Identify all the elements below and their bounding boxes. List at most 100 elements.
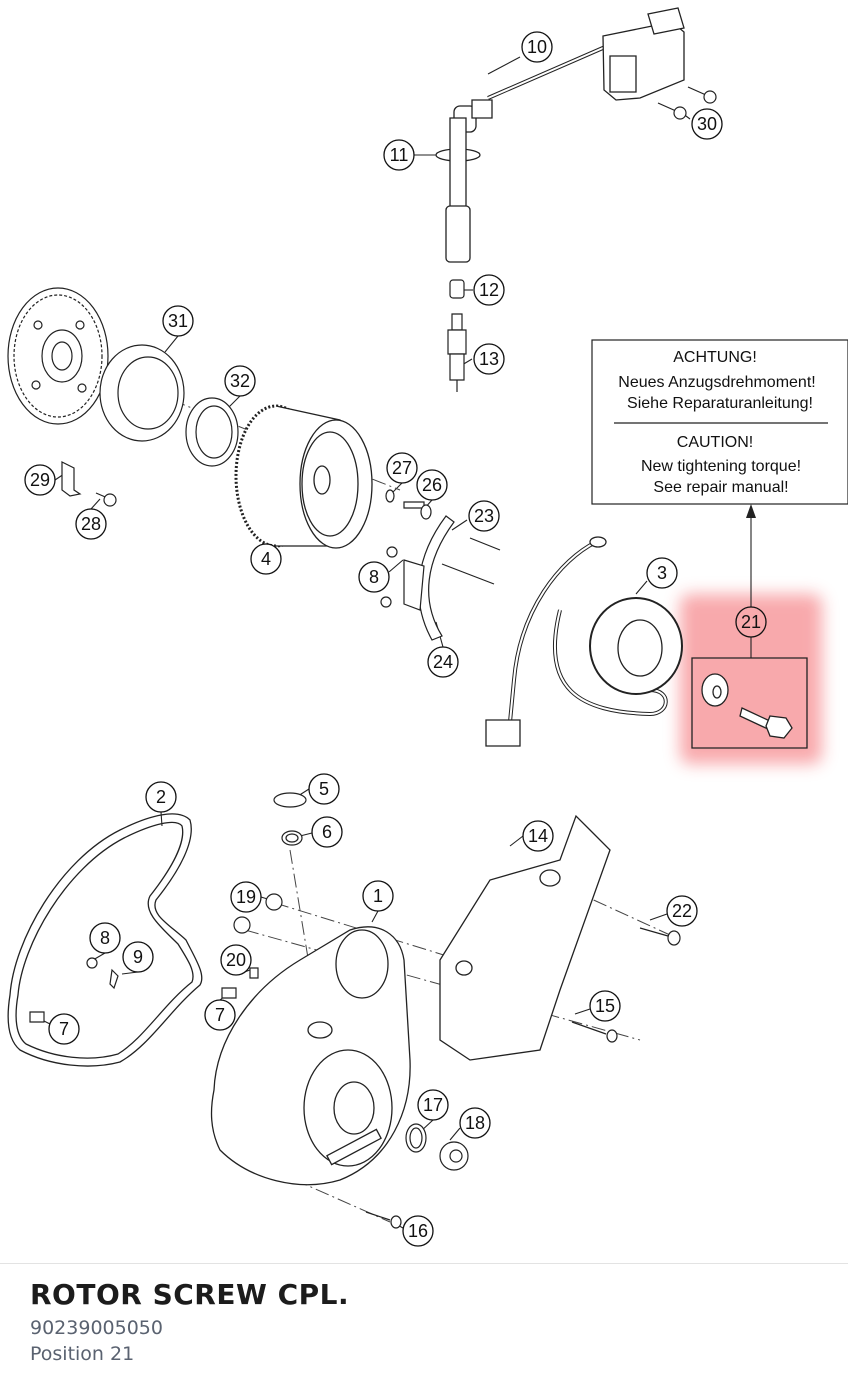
callout-c8a[interactable]: 8 [358, 561, 390, 593]
notice-de-line1: Neues Anzugsdrehmoment! [618, 374, 815, 391]
part-sprocket-cover [440, 816, 610, 1060]
callout-label: 19 [236, 887, 256, 907]
callout-c1[interactable]: 1 [362, 880, 394, 912]
callout-circle [468, 500, 500, 532]
footer-divider [0, 1263, 848, 1264]
callout-circle [459, 1107, 491, 1139]
callout-c8b[interactable]: 8 [89, 922, 121, 954]
callout-circle [386, 452, 418, 484]
callout-label: 7 [59, 1019, 69, 1039]
diagram-canvas: ACHTUNG! Neues Anzugsdrehmoment! Siehe R… [0, 0, 848, 1247]
callout-c13[interactable]: 13 [473, 343, 505, 375]
callout-c5[interactable]: 5 [308, 773, 340, 805]
callout-label: 8 [369, 567, 379, 587]
callout-circle [250, 543, 282, 575]
callout-label: 7 [215, 1005, 225, 1025]
callout-label: 4 [261, 549, 271, 569]
notice-arrow-icon [746, 504, 756, 518]
callout-label: 30 [697, 114, 717, 134]
callout-circle [416, 469, 448, 501]
callout-circle [362, 880, 394, 912]
callout-c12[interactable]: 12 [473, 274, 505, 306]
callout-c6[interactable]: 6 [311, 816, 343, 848]
callout-circle [145, 781, 177, 813]
callout-c10[interactable]: 10 [521, 31, 553, 63]
callout-c27[interactable]: 27 [386, 452, 418, 484]
callout-c21[interactable]: 21 [735, 606, 767, 638]
notice-en-line2: See repair manual! [653, 479, 788, 496]
part-cover-gasket [8, 814, 202, 1066]
callout-label: 8 [100, 928, 110, 948]
callout-label: 29 [30, 470, 50, 490]
part-bushing [186, 398, 238, 466]
callout-c7b[interactable]: 7 [204, 999, 236, 1031]
callout-label: 9 [133, 947, 143, 967]
callout-c28[interactable]: 28 [75, 508, 107, 540]
callout-c30[interactable]: 30 [691, 108, 723, 140]
callout-label: 20 [226, 950, 246, 970]
part-chain-guide [381, 516, 500, 640]
callout-c17[interactable]: 17 [417, 1089, 449, 1121]
callout-circle [122, 941, 154, 973]
part-rotor [236, 406, 372, 548]
callout-circle [417, 1089, 449, 1121]
part-starter-gear [8, 288, 108, 424]
callout-circle [402, 1215, 434, 1247]
callout-label: 13 [479, 349, 499, 369]
callout-c4[interactable]: 4 [250, 543, 282, 575]
part-info-footer: ROTOR SCREW CPL. 90239005050 Position 21 [30, 1278, 349, 1365]
callout-c9[interactable]: 9 [122, 941, 154, 973]
part-spark-plug-boot [436, 118, 480, 262]
callout-circle [646, 557, 678, 589]
callout-label: 2 [156, 787, 166, 807]
part-position: Position 21 [30, 1343, 135, 1365]
callout-label: 24 [433, 652, 453, 672]
callout-circle [308, 773, 340, 805]
callout-c29[interactable]: 29 [24, 464, 56, 496]
callout-circle [89, 922, 121, 954]
callout-c16[interactable]: 16 [402, 1215, 434, 1247]
callout-c20[interactable]: 20 [220, 944, 252, 976]
callout-c31[interactable]: 31 [162, 305, 194, 337]
part-coil-screws [658, 87, 716, 119]
callout-c23[interactable]: 23 [468, 500, 500, 532]
callout-label: 3 [657, 563, 667, 583]
part-number: 90239005050 [30, 1317, 163, 1339]
callout-label: 22 [672, 901, 692, 921]
callout-circle [230, 881, 262, 913]
callout-label: 17 [423, 1095, 443, 1115]
callout-circle [204, 999, 236, 1031]
callout-label: 26 [422, 475, 442, 495]
callout-c11[interactable]: 11 [383, 139, 415, 171]
callout-circle [666, 895, 698, 927]
callout-c24[interactable]: 24 [427, 646, 459, 678]
callout-c3[interactable]: 3 [646, 557, 678, 589]
callout-circle [358, 561, 390, 593]
part-spark-plug [448, 280, 466, 392]
callout-circle [589, 990, 621, 1022]
notice-en-title: CAUTION! [677, 434, 753, 451]
callout-c18[interactable]: 18 [459, 1107, 491, 1139]
callout-c2[interactable]: 2 [145, 781, 177, 813]
callout-label: 18 [465, 1113, 485, 1133]
callout-c7a[interactable]: 7 [48, 1013, 80, 1045]
callout-label: 23 [474, 506, 494, 526]
callout-label: 6 [322, 822, 332, 842]
callout-c19[interactable]: 19 [230, 881, 262, 913]
callout-label: 5 [319, 779, 329, 799]
part-plug-oring [406, 1124, 468, 1170]
callout-label: 27 [392, 458, 412, 478]
callout-label: 15 [595, 996, 615, 1016]
callout-circle [521, 31, 553, 63]
callout-label: 21 [741, 612, 761, 632]
callout-c26[interactable]: 26 [416, 469, 448, 501]
callout-c32[interactable]: 32 [224, 365, 256, 397]
exploded-parts-diagram: ACHTUNG! Neues Anzugsdrehmoment! Siehe R… [0, 0, 848, 1247]
notice-de-title: ACHTUNG! [673, 349, 757, 366]
callout-c22[interactable]: 22 [666, 895, 698, 927]
callout-c15[interactable]: 15 [589, 990, 621, 1022]
callout-circle [24, 464, 56, 496]
callout-c14[interactable]: 14 [522, 820, 554, 852]
part-21-rotor-screw-cpl [692, 658, 807, 748]
notice-en-line1: New tightening torque! [641, 458, 801, 475]
